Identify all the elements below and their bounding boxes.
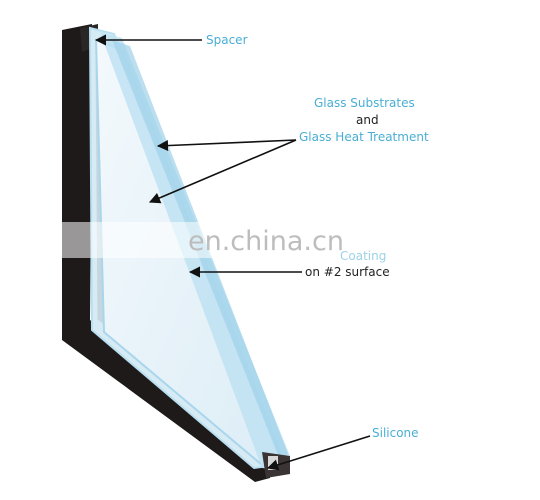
label-and: and (356, 113, 379, 127)
outer-sealant-frame (62, 24, 270, 482)
arrow-glass-outer (156, 139, 297, 152)
watermark-text: en.china.cn (188, 226, 344, 257)
label-coating-surface: on #2 surface (305, 265, 390, 279)
label-glass-substrates: Glass Substrates (314, 96, 415, 110)
label-coating: Coating (340, 249, 386, 263)
arrow-silicone (266, 435, 371, 471)
arrow-glass-inner (148, 139, 297, 204)
watermark-band (58, 222, 374, 258)
label-silicone: Silicone (372, 426, 419, 440)
label-glass-heat-treatment: Glass Heat Treatment (299, 130, 429, 144)
label-spacer: Spacer (206, 33, 248, 47)
